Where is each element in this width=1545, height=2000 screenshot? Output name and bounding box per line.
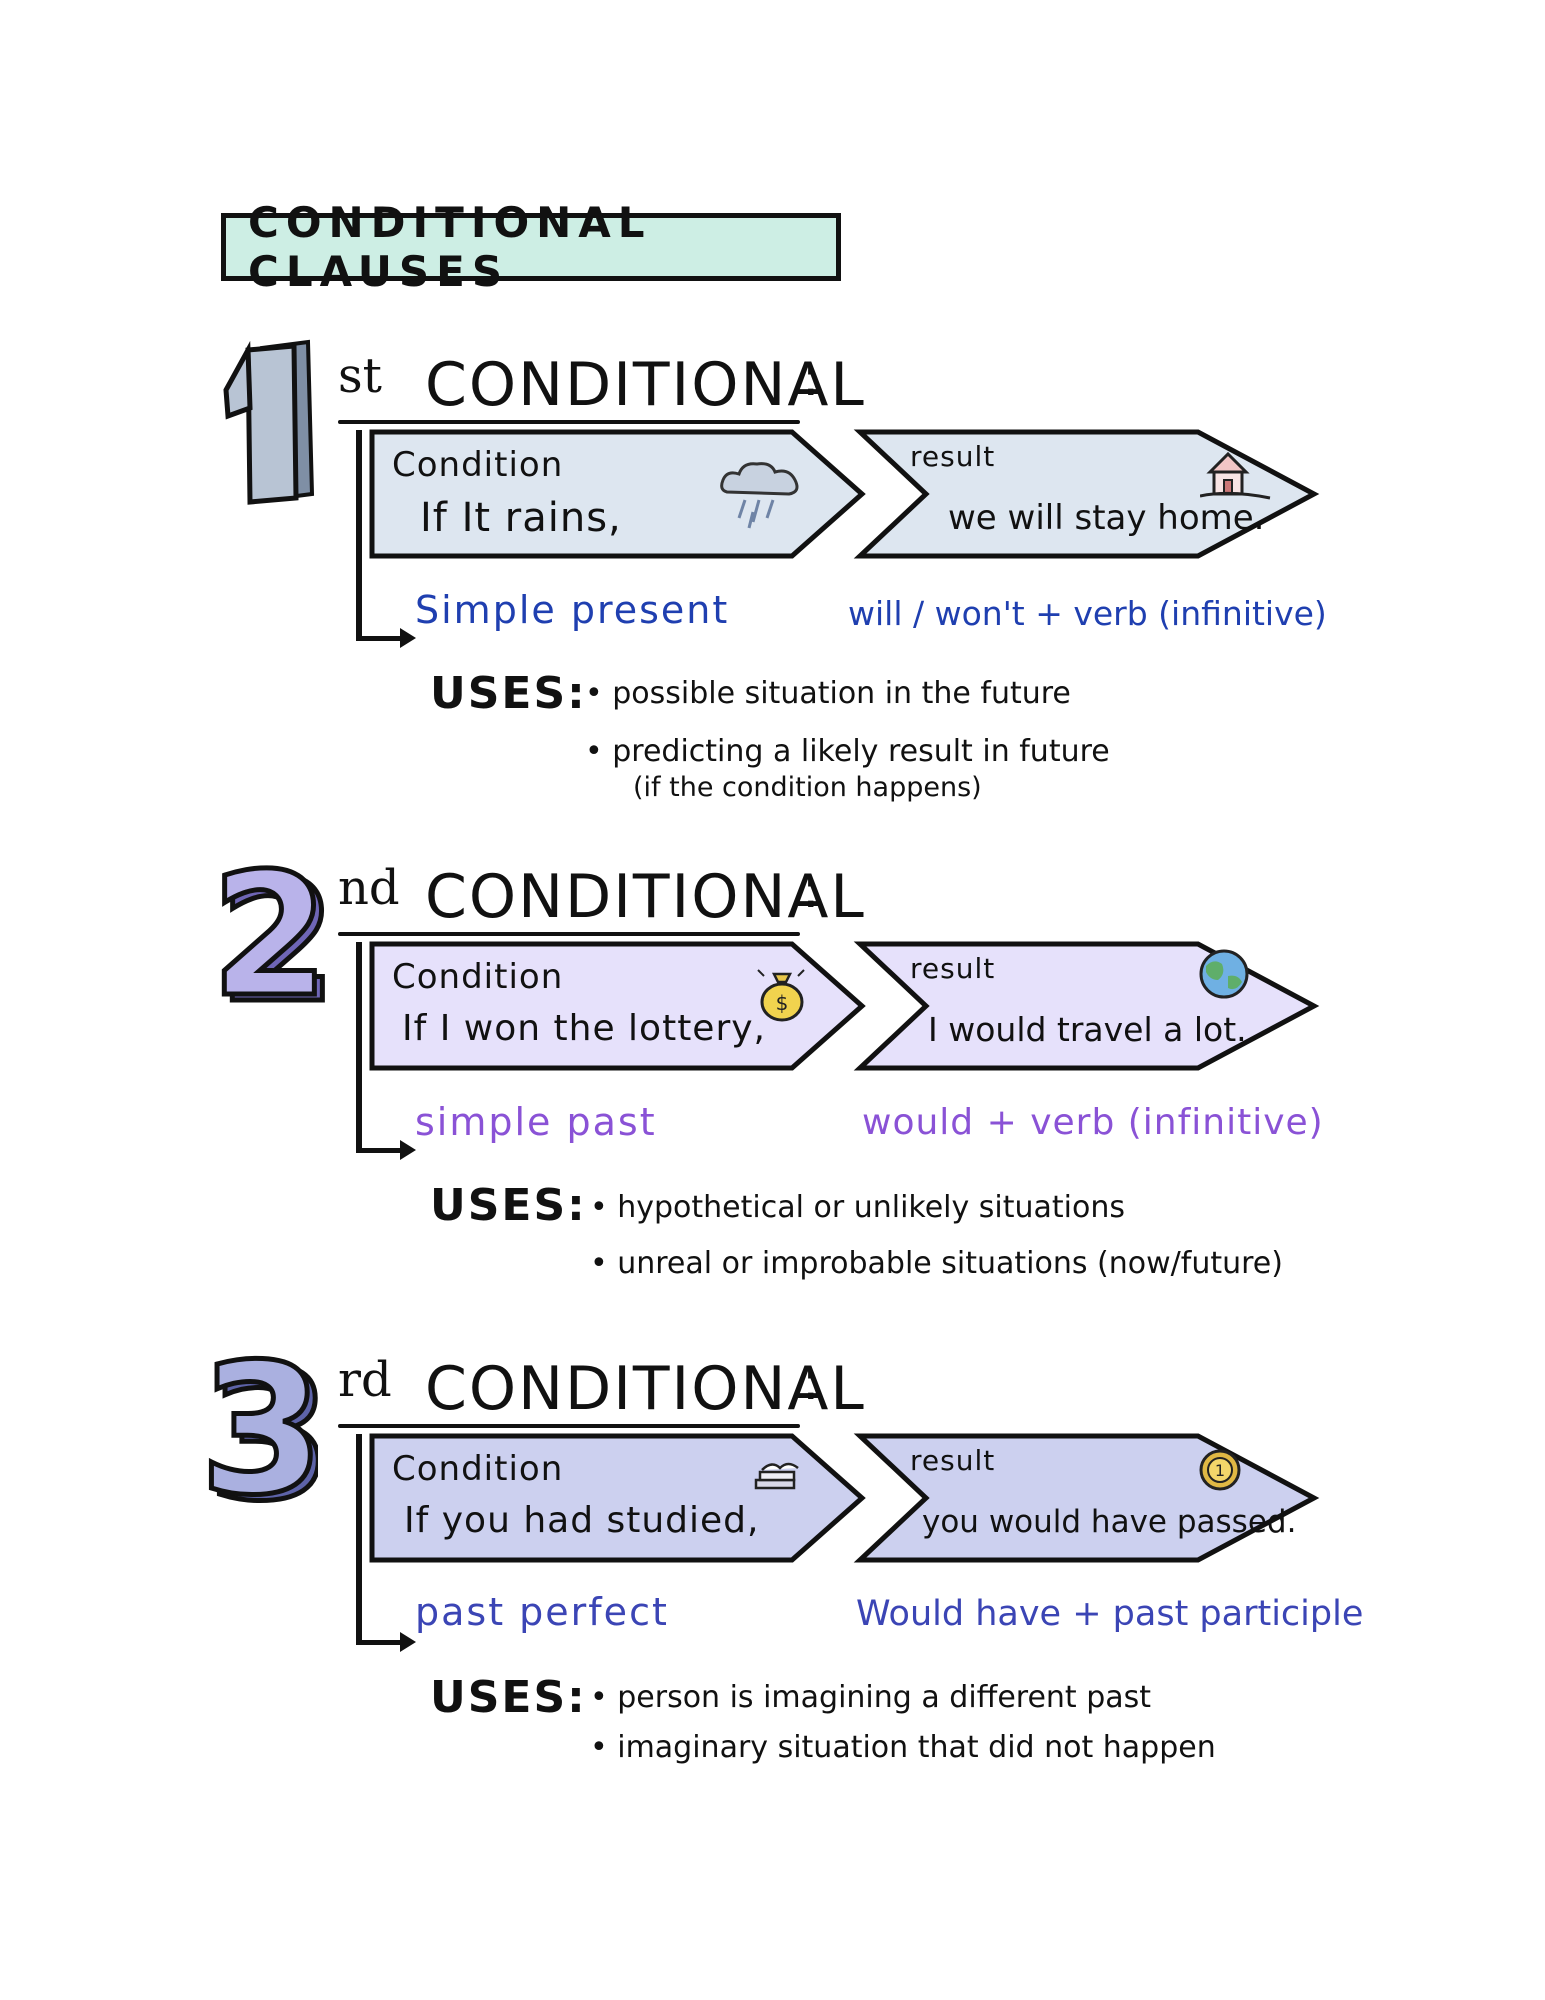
svg-text:$: $ [776, 991, 789, 1015]
result-sentence: we will stay home. [948, 498, 1265, 538]
svg-text:1: 1 [1215, 1461, 1225, 1480]
clause-arrows [369, 429, 1320, 559]
section-heading: CONDITIONAL [425, 862, 866, 932]
page-title: CONDITIONAL CLAUSES [248, 198, 652, 296]
bracket-arrowhead-icon [400, 628, 416, 648]
house-icon [1200, 451, 1271, 500]
bracket-vertical-line [356, 942, 362, 1152]
condition-label: Condition [392, 445, 564, 485]
heading-colon: : [802, 860, 820, 920]
uses-label: USES: [430, 1672, 587, 1723]
result-formula: will / won't + verb (infinitive) [848, 594, 1327, 633]
condition-arrow-shape [369, 941, 866, 1071]
second-conditional-section: 2 2 nd CONDITIONAL : Condition If I won … [0, 850, 1545, 1350]
title-banner: CONDITIONAL CLAUSES [221, 198, 841, 296]
big-number-3-shadow: 3 [208, 1342, 318, 1512]
result-sentence: I would travel a lot. [928, 1010, 1247, 1049]
bracket-arrowhead-icon [400, 1632, 416, 1652]
use-item: • unreal or improbable situations (now/f… [590, 1246, 1283, 1281]
first-conditional-section: 1 st CONDITIONAL : Condition If It rains… [0, 338, 1545, 838]
condition-sentence: If you had studied, [404, 1500, 760, 1541]
medal-icon: 1 [1199, 1449, 1241, 1491]
books-icon [754, 1462, 799, 1490]
use-item: • person is imagining a different past [590, 1680, 1152, 1715]
bracket-horizontal-line [356, 636, 404, 641]
section-heading: CONDITIONAL [425, 1354, 866, 1424]
uses-label: USES: [430, 668, 587, 719]
condition-arrow-shape [369, 1433, 866, 1563]
heading-colon: : [802, 1352, 820, 1412]
result-arrow-shape [853, 429, 1320, 559]
big-number-2-text: 2 [220, 850, 329, 1020]
big-number-1: 1 [223, 339, 315, 505]
heading-colon: : [802, 348, 820, 408]
money-bag-icon: $ [757, 969, 805, 1022]
ordinal-suffix: st [338, 348, 382, 404]
uses-label: USES: [430, 1180, 587, 1231]
result-formula: Would have + past participle [856, 1594, 1364, 1634]
condition-label: Condition [392, 957, 564, 997]
condition-sentence: If It rains, [420, 495, 622, 541]
rain-cloud-icon [720, 462, 799, 529]
third-conditional-section: 3 3 rd CONDITIONAL : Condition If you ha… [0, 1342, 1545, 1842]
section-heading: CONDITIONAL [425, 350, 866, 420]
big-number-2: 2 2 [220, 850, 330, 1020]
big-number-2-shadow: 2 [220, 850, 330, 1020]
condition-tense: past perfect [415, 1590, 669, 1634]
bracket-horizontal-line [356, 1148, 404, 1153]
use-item-note: (if the condition happens) [633, 772, 982, 803]
result-label: result [910, 440, 996, 473]
condition-arrow-shape [369, 429, 866, 559]
ordinal-suffix: nd [338, 860, 400, 916]
condition-label: Condition [392, 1449, 564, 1489]
globe-icon [1199, 949, 1249, 999]
ordinal-suffix: rd [338, 1352, 392, 1408]
result-label: result [910, 952, 996, 985]
result-formula: would + verb (infinitive) [862, 1102, 1324, 1143]
heading-underline [338, 420, 800, 424]
big-number-3: 3 3 [208, 1342, 318, 1512]
bracket-vertical-line [356, 1434, 362, 1644]
big-number-3-text: 3 [208, 1342, 318, 1512]
use-item: • predicting a likely result in future [585, 734, 1110, 769]
use-item: • possible situation in the future [585, 676, 1071, 711]
result-label: result [910, 1444, 996, 1477]
bracket-arrowhead-icon [400, 1140, 416, 1160]
use-item: • hypothetical or unlikely situations [590, 1190, 1126, 1225]
result-sentence: you would have passed. [922, 1504, 1297, 1540]
condition-sentence: If I won the lottery, [402, 1008, 767, 1049]
use-item: • imaginary situation that did not happe… [590, 1730, 1216, 1765]
condition-tense: simple past [415, 1100, 657, 1144]
bracket-vertical-line [356, 430, 362, 640]
condition-tense: Simple present [415, 588, 730, 632]
heading-underline [338, 1424, 800, 1428]
heading-underline [338, 932, 800, 936]
bracket-horizontal-line [356, 1640, 404, 1645]
